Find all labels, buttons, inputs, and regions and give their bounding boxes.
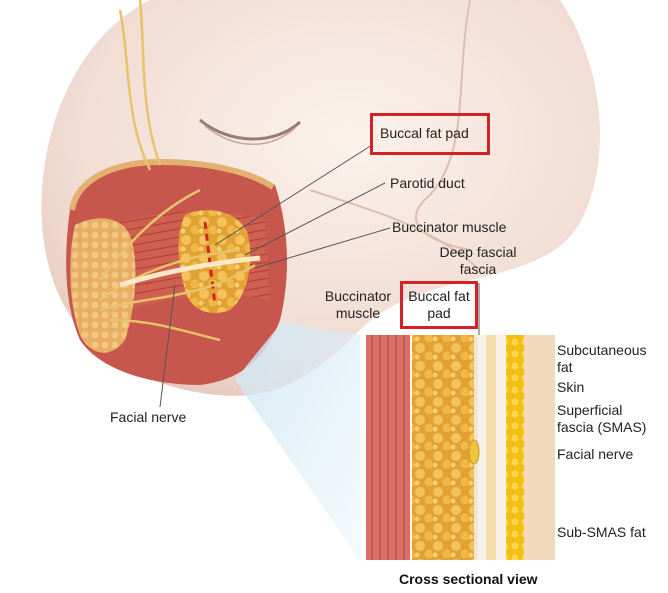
label-buccal-fat-cross: Buccal fat pad <box>402 288 476 322</box>
deep-fascial-line2: fascia <box>459 261 497 277</box>
deep-fascial-line1: Deep fascial <box>439 244 517 260</box>
buccal-fat-layer <box>412 335 474 560</box>
label-skin: Skin <box>557 379 585 395</box>
facial-nerve-section <box>468 439 480 465</box>
label-buccal-fat-pad: Buccal fat pad <box>380 125 469 141</box>
cross-section-caption: Cross sectional view <box>399 571 538 587</box>
label-deep-fascial-fascia: Deep fascial fascia <box>428 244 528 278</box>
buccal-fat-line2: pad <box>427 305 451 321</box>
label-sub-smas-fat: Sub-SMAS fat <box>557 524 646 540</box>
cross-section-panel <box>366 335 555 560</box>
superficial-line2: fascia (SMAS) <box>557 419 647 435</box>
label-buccinator-muscle: Buccinator muscle <box>392 219 507 235</box>
subcutaneous-line2: fat <box>557 359 573 375</box>
subcutaneous-layer <box>506 335 524 560</box>
buccal-fat-line1: Buccal fat <box>408 288 470 304</box>
label-facial-nerve-left: Facial nerve <box>110 409 187 425</box>
label-subcutaneous-fat: Subcutaneous fat <box>557 342 647 376</box>
highlight-box-top <box>370 113 490 155</box>
buccinator-line2: muscle <box>335 305 381 321</box>
superficial-line1: Superficial <box>557 402 623 418</box>
projection-beam <box>235 322 360 560</box>
eye <box>199 118 302 141</box>
buccinator-line1: Buccinator <box>324 288 392 304</box>
smas-layer <box>486 335 496 560</box>
label-parotid-duct: Parotid duct <box>390 175 465 191</box>
skin-layer <box>524 335 555 560</box>
label-buccinator-cross: Buccinator muscle <box>318 288 398 322</box>
highlight-box-cross <box>400 281 478 329</box>
subcutaneous-line1: Subcutaneous <box>557 342 647 358</box>
label-superficial-fascia: Superficial fascia (SMAS) <box>557 402 646 436</box>
label-facial-nerve-right: Facial nerve <box>557 446 634 462</box>
